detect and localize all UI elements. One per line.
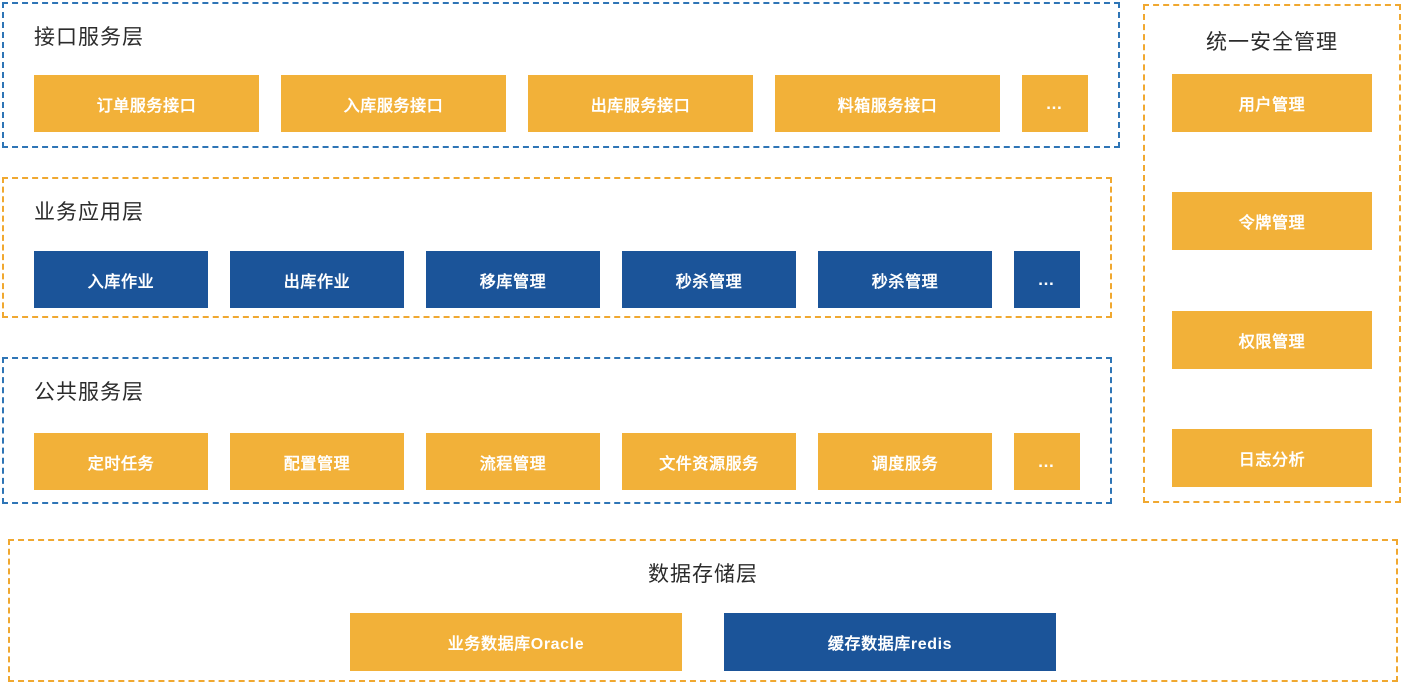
public-box-dispatch-service[interactable]: 调度服务 <box>818 433 992 490</box>
data-storage-layer: 数据存储层 业务数据库Oracle 缓存数据库redis <box>8 539 1398 682</box>
public-box-process-mgmt[interactable]: 流程管理 <box>426 433 600 490</box>
public-box-config-mgmt[interactable]: 配置管理 <box>230 433 404 490</box>
service-box-bin-api[interactable]: 料箱服务接口 <box>775 75 1000 132</box>
business-layer-title: 业务应用层 <box>34 201 144 224</box>
public-service-layer: 公共服务层 定时任务 配置管理 流程管理 文件资源服务 调度服务 … <box>2 357 1112 504</box>
storage-layer-title: 数据存储层 <box>648 563 758 586</box>
public-box-scheduled-task[interactable]: 定时任务 <box>34 433 208 490</box>
security-panel-title: 统一安全管理 <box>1206 31 1338 54</box>
public-box-file-resource-service[interactable]: 文件资源服务 <box>622 433 796 490</box>
service-box-more-ellipsis[interactable]: … <box>1022 75 1088 132</box>
security-box-user-mgmt[interactable]: 用户管理 <box>1172 74 1372 132</box>
security-box-token-mgmt[interactable]: 令牌管理 <box>1172 192 1372 251</box>
interface-service-layer: 接口服务层 订单服务接口 入库服务接口 出库服务接口 料箱服务接口 … <box>2 2 1120 148</box>
security-panel-box-list: 用户管理 令牌管理 权限管理 日志分析 <box>1172 74 1372 487</box>
business-layer-box-row: 入库作业 出库作业 移库管理 秒杀管理 秒杀管理 … <box>4 251 1110 308</box>
service-box-outbound-api[interactable]: 出库服务接口 <box>528 75 753 132</box>
business-box-seckill-mgmt-2[interactable]: 秒杀管理 <box>818 251 992 308</box>
storage-box-oracle-database[interactable]: 业务数据库Oracle <box>350 613 682 671</box>
business-box-transfer-mgmt[interactable]: 移库管理 <box>426 251 600 308</box>
security-box-permission-mgmt[interactable]: 权限管理 <box>1172 310 1372 369</box>
unified-security-management-panel: 统一安全管理 用户管理 令牌管理 权限管理 日志分析 <box>1143 4 1401 503</box>
public-layer-box-row: 定时任务 配置管理 流程管理 文件资源服务 调度服务 … <box>4 433 1110 490</box>
public-box-more-ellipsis[interactable]: … <box>1014 433 1080 490</box>
storage-layer-box-row: 业务数据库Oracle 缓存数据库redis <box>10 613 1396 671</box>
interface-layer-box-row: 订单服务接口 入库服务接口 出库服务接口 料箱服务接口 … <box>4 75 1118 132</box>
storage-box-redis-cache[interactable]: 缓存数据库redis <box>724 613 1056 671</box>
service-box-inbound-api[interactable]: 入库服务接口 <box>281 75 506 132</box>
business-box-outbound-job[interactable]: 出库作业 <box>230 251 404 308</box>
business-box-seckill-mgmt-1[interactable]: 秒杀管理 <box>622 251 796 308</box>
interface-layer-title: 接口服务层 <box>34 26 144 49</box>
business-box-inbound-job[interactable]: 入库作业 <box>34 251 208 308</box>
security-box-log-analysis[interactable]: 日志分析 <box>1172 428 1372 487</box>
public-layer-title: 公共服务层 <box>34 381 144 404</box>
business-box-more-ellipsis[interactable]: … <box>1014 251 1080 308</box>
service-box-order-api[interactable]: 订单服务接口 <box>34 75 259 132</box>
business-application-layer: 业务应用层 入库作业 出库作业 移库管理 秒杀管理 秒杀管理 … <box>2 177 1112 318</box>
